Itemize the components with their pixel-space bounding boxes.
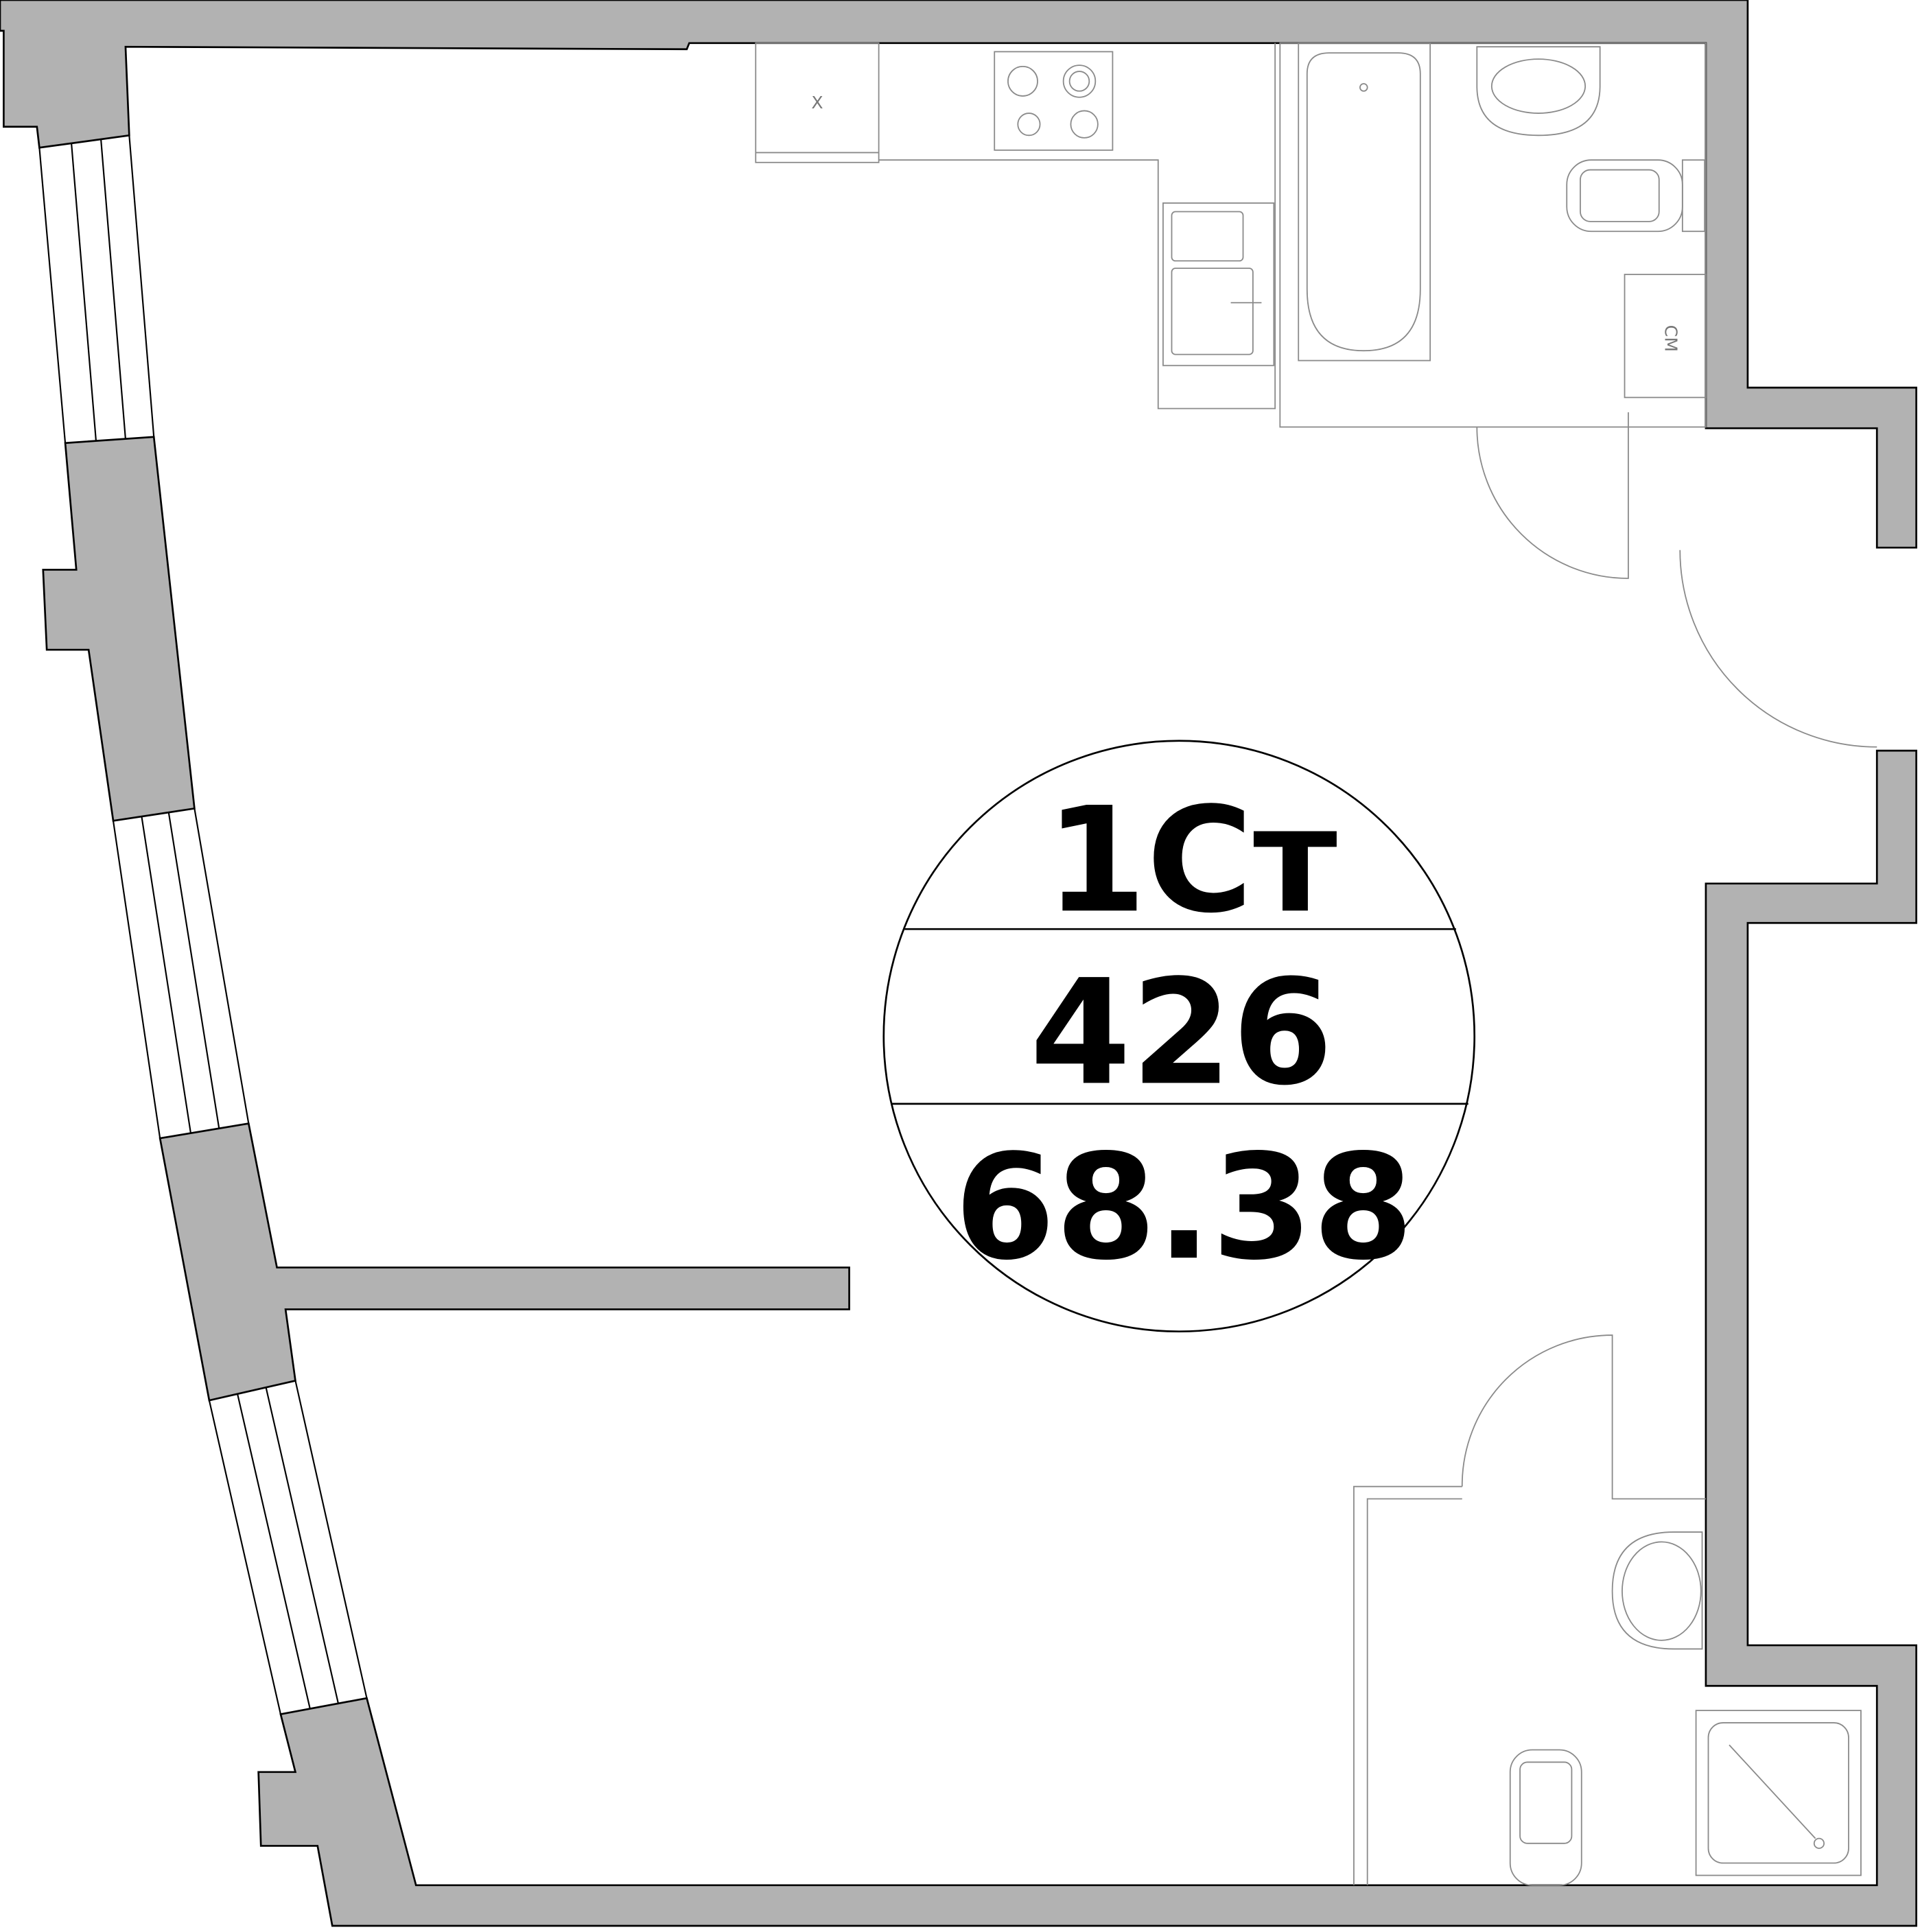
fridge: Х: [755, 42, 880, 163]
stove: [994, 51, 1114, 151]
washing-machine: СМ: [1624, 274, 1707, 399]
bathroom-sink: [1476, 46, 1601, 137]
door-bathroom: [1476, 412, 1629, 579]
door-entrance: [1679, 550, 1877, 748]
apartment-area: 68.38: [955, 1123, 1414, 1292]
window-2: [112, 808, 250, 1139]
kitchen-counter: [878, 43, 1276, 410]
bathroom2-wall-line: [1353, 1485, 1462, 1885]
wall-pillar-upper: [42, 436, 196, 822]
wall-top-right: [0, 0, 1917, 549]
toilet: [1566, 159, 1706, 233]
bathroom2-sink: [1611, 1531, 1703, 1650]
apartment-label: 1Ст 426 68.38: [882, 740, 1476, 1333]
apartment-type: 1Ст: [1046, 776, 1337, 945]
window-3: [208, 1380, 368, 1715]
bathtub: [1298, 42, 1431, 362]
kitchen-sink: [1162, 202, 1275, 366]
washer-label: СМ: [1661, 325, 1681, 352]
window-1: [38, 135, 155, 443]
wall-partition: [159, 1122, 850, 1402]
door-bathroom2: [1461, 1334, 1706, 1500]
bathroom-wall-line: [1279, 42, 1707, 428]
shower: [1695, 1710, 1862, 1876]
bathroom2-toilet: [1509, 1749, 1582, 1886]
bathroom2-wall-line-inner: [1366, 1498, 1462, 1885]
wall-right-bottom: [257, 749, 1917, 1927]
apartment-number: 426: [1030, 948, 1333, 1117]
fridge-label: Х: [811, 93, 823, 113]
